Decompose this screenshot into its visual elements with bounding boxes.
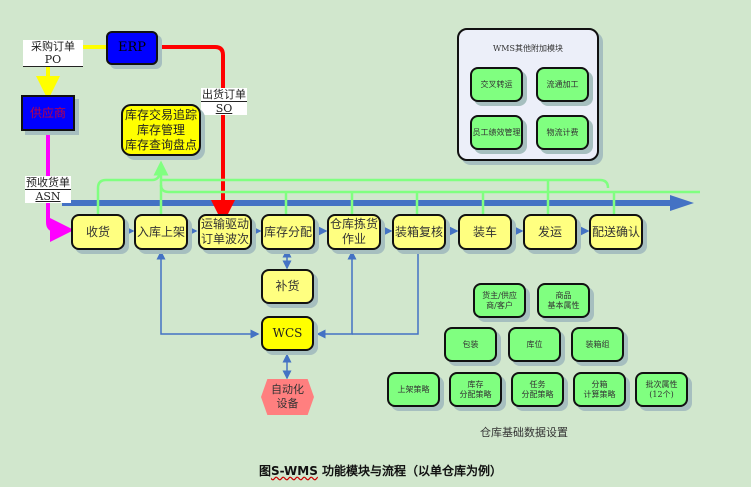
base-data-item: 货主/供应 商/客户 bbox=[473, 283, 526, 318]
flow-step: 配送确认 bbox=[589, 214, 643, 250]
base-data-item: 任务 分配策略 bbox=[511, 372, 564, 407]
base-data-item: 分箱 计算策略 bbox=[573, 372, 626, 407]
flow-step: 发运 bbox=[523, 214, 577, 250]
base-data-item: 装箱组 bbox=[571, 327, 624, 362]
flow-step: 仓库拣货 作业 bbox=[327, 214, 381, 250]
flow-step: 运输驱动 订单波次 bbox=[198, 214, 252, 250]
figure-caption: 图S-WMS 功能模块与流程（以单仓库为例） bbox=[0, 462, 751, 479]
base-data-item: 批次属性 (12个) bbox=[635, 372, 688, 407]
flow-step: 装箱复核 bbox=[392, 214, 446, 250]
inventory-item: 库存查询盘点 bbox=[124, 137, 197, 152]
addon-panel-title: WMS其他附加模块 bbox=[493, 44, 563, 53]
inventory-item: 库存管理 bbox=[136, 122, 185, 137]
flow-step: 装车 bbox=[458, 214, 512, 250]
flow-step: 收货 bbox=[71, 214, 125, 250]
base-data-item: 商品 基本属性 bbox=[537, 283, 590, 318]
wcs-box: WCS bbox=[261, 316, 314, 351]
addon-module: 流通加工 bbox=[536, 67, 589, 102]
replenish-box: 补货 bbox=[261, 269, 314, 304]
caption-brand: S-WMS bbox=[270, 464, 318, 478]
base-data-item: 库存 分配策略 bbox=[449, 372, 502, 407]
addon-module: 员工绩效管理 bbox=[470, 115, 523, 150]
caption-rest: 功能模块与流程（以单仓库为例） bbox=[317, 464, 503, 478]
addon-module: 物流计费 bbox=[536, 115, 589, 150]
base-data-item: 包装 bbox=[444, 327, 497, 362]
caption-prefix: 图 bbox=[258, 464, 271, 478]
base-data-caption: 仓库基础数据设置 bbox=[480, 426, 568, 439]
po-label: 采购订单PO bbox=[23, 40, 83, 67]
addon-module: 交叉转运 bbox=[470, 67, 523, 102]
flow-step: 入库上架 bbox=[134, 214, 188, 250]
base-data-item: 库位 bbox=[508, 327, 561, 362]
inventory-management-box: 库存交易追踪 库存管理 库存查询盘点 bbox=[121, 104, 201, 156]
supplier-box: 供应商 bbox=[21, 95, 75, 131]
inventory-item: 库存交易追踪 bbox=[124, 107, 197, 122]
base-data-item: 上架策略 bbox=[387, 372, 440, 407]
flow-step: 库存分配 bbox=[261, 214, 315, 250]
automation-equipment: 自动化 设备 bbox=[261, 379, 314, 415]
erp-box: ERP bbox=[106, 31, 158, 65]
